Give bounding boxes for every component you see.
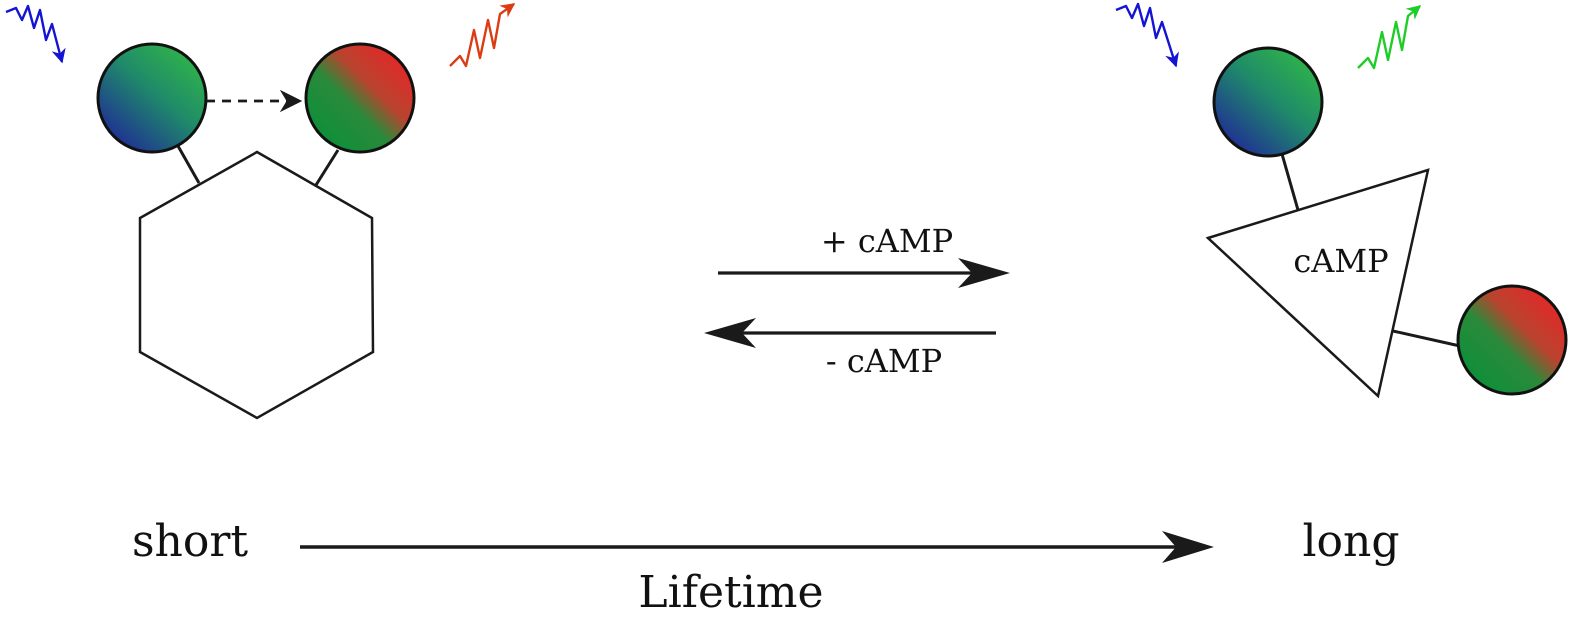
donor-fluorophore-right [1212, 46, 1324, 158]
bound-state: cAMP [1115, 2, 1568, 399]
excitation-wave-right [1115, 2, 1179, 68]
protein-hexagon [138, 150, 375, 420]
acceptor-fluorophore-right [1456, 284, 1568, 396]
reverse-arrow-head [704, 318, 756, 348]
remove-camp-label: - cAMP [826, 342, 942, 380]
green-emission-wave [1357, 5, 1422, 70]
donor-fluorophore-left [96, 42, 208, 154]
excitation-wave-left [5, 4, 66, 64]
red-emission-wave [449, 3, 516, 68]
bound-camp-label: cAMP [1293, 242, 1388, 280]
short-label: short [132, 516, 248, 567]
add-camp-label: + cAMP [821, 222, 953, 260]
lifetime-arrow-head [1162, 531, 1214, 563]
acceptor-linker-right [1392, 329, 1461, 348]
lifetime-label: Lifetime [638, 567, 823, 618]
acceptor-linker-left [314, 149, 340, 186]
forward-arrow-head [958, 258, 1010, 288]
protein-triangle [1205, 168, 1430, 399]
donor-linker-left [176, 145, 201, 184]
acceptor-fluorophore-left [304, 42, 416, 154]
long-label: long [1302, 516, 1399, 567]
equilibrium-arrows: + cAMP - cAMP [704, 222, 1010, 380]
lifetime-axis: short long Lifetime [132, 516, 1400, 618]
unbound-state [5, 3, 516, 420]
donor-linker-right [1280, 153, 1300, 211]
